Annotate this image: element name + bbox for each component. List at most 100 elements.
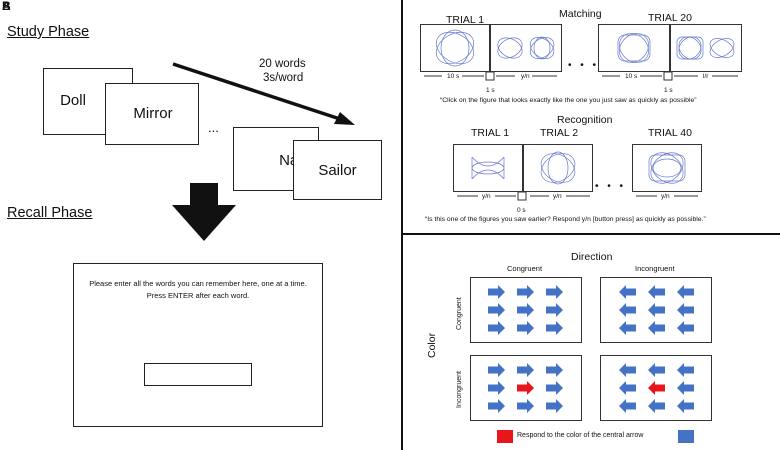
flanker-arrow-icon — [619, 363, 636, 377]
matching-dur-response-1: y/n — [521, 73, 530, 80]
recall-input-box[interactable] — [144, 363, 252, 386]
flanker-arrow-icon — [488, 381, 505, 395]
lissajous-choice-icon — [676, 36, 735, 60]
flanker-arrow-icon — [619, 321, 636, 335]
matching-title: Matching — [559, 8, 602, 20]
matching-isi-1: 1 s — [486, 87, 495, 94]
word-doll: Doll — [60, 92, 86, 109]
matching-dur-study-1: 10 s — [447, 73, 460, 80]
recognition-dur-response-1: y/n — [482, 193, 491, 200]
flanker-row-congruent: Congruent — [456, 297, 463, 330]
flanker-row-label: Color — [426, 332, 438, 358]
flanker-arrow-icon — [619, 381, 636, 395]
flanker-arrow-icon — [648, 363, 665, 377]
recall-screen: Please enter all the words you can remem… — [73, 263, 323, 427]
flanker-arrow-icon — [677, 381, 694, 395]
lissajous-figure-icon — [617, 33, 651, 63]
matching-isi-20: 1 s — [664, 87, 673, 94]
recognition-figure-1 — [453, 144, 523, 192]
flanker-arrow-icon — [488, 363, 505, 377]
recognition-trial-1: TRIAL 1 — [471, 127, 510, 139]
flanker-box-incongruent-incongruent — [600, 355, 712, 421]
flanker-arrow-icon — [517, 285, 534, 299]
flanker-arrow-icon — [648, 399, 665, 413]
recognition-title: Recognition — [557, 114, 613, 126]
flanker-row-incongruent: Incongruent — [456, 371, 463, 408]
recognition-trial-40: TRIAL 40 — [648, 127, 692, 139]
matching-timeline — [424, 71, 738, 81]
matching-dur-study-20: 10 s — [625, 73, 638, 80]
flanker-arrow-icon — [677, 285, 694, 299]
flanker-arrow-icon — [488, 399, 505, 413]
flanker-box-incongruent-congruent — [470, 355, 582, 421]
flanker-legend-text: Respond to the color of the central arro… — [517, 432, 644, 439]
flanker-col-incongruent: Incongruent — [635, 264, 675, 273]
flanker-arrow-icon — [546, 381, 563, 395]
recognition-dur-response-40: y/n — [661, 193, 670, 200]
flanker-arrow-icon — [488, 321, 505, 335]
flanker-box-congruent-incongruent — [600, 277, 712, 343]
panel-label-a: A — [2, 0, 11, 13]
word-card-mirror: Mirror — [105, 83, 199, 145]
flanker-arrow-icon — [619, 303, 636, 317]
flanker-title: Direction — [571, 251, 613, 263]
lissajous-figure-icon — [471, 156, 505, 180]
flanker-arrow-icon — [677, 363, 694, 377]
matching-trial-20: TRIAL 20 — [648, 12, 692, 24]
matching-dur-response-20: l/r — [703, 73, 709, 80]
lissajous-figure-icon — [540, 151, 576, 185]
word-ellipsis: ... — [208, 120, 219, 135]
matching-trial-1: TRIAL 1 — [446, 14, 485, 26]
word-mirror: Mirror — [133, 105, 173, 122]
recognition-dots: • • • — [595, 181, 627, 192]
lissajous-figure-icon — [648, 152, 686, 184]
flanker-arrow-icon — [517, 363, 534, 377]
recall-instruction: Please enter all the words you can remem… — [89, 279, 307, 300]
legend-red-swatch — [497, 430, 513, 443]
flanker-arrow-icon — [488, 303, 505, 317]
recognition-timeline — [457, 191, 698, 201]
recognition-trial-2: TRIAL 2 — [540, 127, 579, 139]
matching-instruction: “Click on the figure that looks exactly … — [440, 97, 697, 104]
flanker-arrow-icon — [619, 399, 636, 413]
central-arrow-icon — [517, 303, 534, 317]
phase-transition-arrow — [172, 183, 236, 241]
horizontal-divider — [402, 233, 780, 235]
central-arrow-icon — [648, 303, 665, 317]
word-card-sailor: Sailor — [293, 140, 382, 200]
lissajous-choice-icon — [497, 36, 555, 60]
central-arrow-icon — [517, 381, 534, 395]
lissajous-figure-icon — [435, 29, 475, 67]
study-sequence-arrow — [172, 62, 355, 125]
recognition-isi: 0 s — [517, 207, 526, 214]
flanker-col-congruent: Congruent — [507, 264, 543, 273]
flanker-arrow-icon — [546, 303, 563, 317]
flanker-box-congruent-congruent — [470, 277, 582, 343]
matching-study-figure-20 — [598, 24, 670, 72]
matching-choice-panel-1 — [490, 24, 562, 72]
flanker-arrow-icon — [648, 321, 665, 335]
matching-study-figure-1 — [420, 24, 490, 72]
flanker-arrow-icon — [517, 321, 534, 335]
word-sailor: Sailor — [318, 162, 357, 179]
vertical-divider — [401, 0, 403, 450]
flanker-arrow-icon — [546, 321, 563, 335]
flanker-arrow-icon — [546, 285, 563, 299]
legend-blue-swatch — [678, 430, 694, 443]
recognition-instruction: “Is this one of the figures you saw earl… — [425, 216, 706, 223]
matching-choice-panel-20 — [670, 24, 742, 72]
recognition-figure-40 — [632, 144, 702, 192]
matching-dots: • • • — [568, 60, 600, 71]
flanker-arrow-icon — [546, 363, 563, 377]
flanker-arrow-icon — [648, 285, 665, 299]
arrow-label-words: 20 words — [259, 58, 306, 70]
study-phase-heading: Study Phase — [7, 24, 90, 40]
flanker-arrow-icon — [488, 285, 505, 299]
flanker-arrow-icon — [677, 321, 694, 335]
panel-label-b: B — [2, 0, 11, 13]
recognition-dur-response-2: y/n — [553, 193, 562, 200]
arrow-label-rate: 3s/word — [263, 72, 304, 84]
recognition-figure-2 — [523, 144, 593, 192]
central-arrow-icon — [648, 381, 665, 395]
flanker-arrow-icon — [677, 399, 694, 413]
